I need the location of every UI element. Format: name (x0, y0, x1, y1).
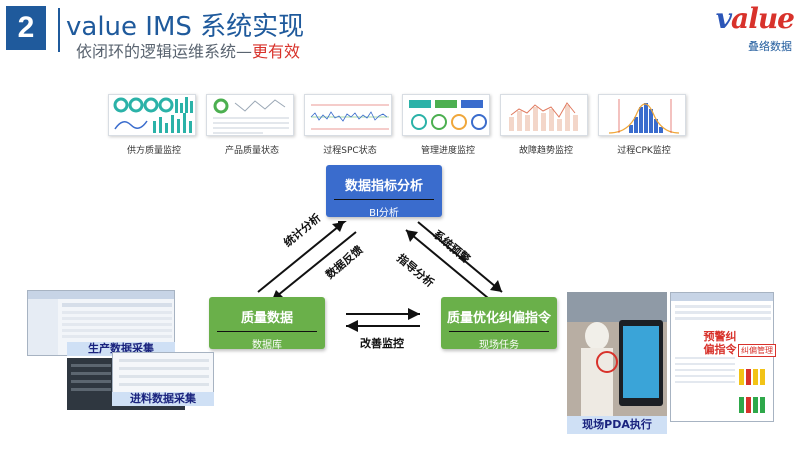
flow-label-feedback: 数据反馈 (323, 243, 366, 282)
screen-incoming-graphic (71, 364, 111, 391)
node-field-task[interactable]: 质量优化纠偏指令 现场任务 (441, 297, 557, 351)
dashboard-thumb-spc[interactable] (304, 94, 392, 136)
node-db-title: 质量数据 (240, 311, 293, 326)
logo-letter-v: v (715, 2, 732, 35)
logo-word-rest: alue (731, 2, 795, 35)
screen-production-graphic (28, 291, 174, 355)
sheet-warning-graphic (671, 293, 773, 413)
caption-incoming: 进料数据采集 (112, 392, 214, 406)
dashboard-label-spc: 过程SPC状态 (323, 146, 377, 156)
dashboard-spc-graphic (305, 95, 391, 135)
page-subtitle: 依闭环的逻辑运维系统—更有效 (76, 38, 300, 62)
subtitle-main: 依闭环的逻辑运维系统— (76, 42, 253, 61)
brand-logo-cn: 叠络数据 (748, 40, 792, 53)
dashboard-progress-graphic (403, 95, 489, 135)
dashboard-thumb-supplier[interactable] (108, 94, 196, 136)
dashboard-thumb-cpk[interactable] (598, 94, 686, 136)
dashboard-thumb-product[interactable] (206, 94, 294, 136)
warning-badge: 纠偏管理 (738, 344, 776, 357)
caption-warning: 预警纠偏指令 (703, 330, 737, 356)
node-bi-analysis[interactable]: 数据指标分析 BI分析 (326, 165, 442, 219)
node-bi-title: 数据指标分析 (344, 179, 423, 194)
sheet-warning (670, 292, 774, 422)
node-db-sub: 数据库 (252, 340, 282, 351)
node-quality-database[interactable]: 质量数据 数据库 (209, 297, 325, 351)
page-title: value IMS 系统实现 (66, 12, 305, 42)
dashboard-label-product: 产品质量状态 (224, 146, 279, 156)
dashboard-thumb-fault[interactable] (500, 94, 588, 136)
node-db-rule (217, 331, 317, 332)
dashboard-thumb-progress[interactable] (402, 94, 490, 136)
dashboard-cpk-graphic (599, 95, 685, 135)
header-divider (58, 8, 60, 52)
flow-label-stat: 统计分析 (281, 211, 324, 250)
node-task-rule (449, 331, 549, 332)
node-task-sub: 现场任务 (479, 340, 519, 351)
section-number: 2 (6, 6, 46, 50)
node-task-title: 质量优化纠偏指令 (446, 311, 551, 326)
dashboard-supplier-graphic (109, 95, 195, 135)
photo-pda-worker (567, 292, 667, 416)
brand-logo: value (715, 2, 795, 35)
dashboard-label-cpk: 过程CPK监控 (617, 146, 671, 156)
node-bi-sub: BI分析 (369, 208, 399, 219)
flow-label-guide: 指导分析 (394, 251, 437, 290)
caption-pda: 现场PDA执行 (567, 416, 667, 434)
flow-label-improve: 改善监控 (360, 337, 404, 350)
dashboard-fault-graphic (501, 95, 587, 135)
screen-incoming-form-graphic (119, 359, 209, 386)
dashboard-product-graphic (207, 95, 293, 135)
dashboard-strip (108, 94, 686, 136)
dashboard-label-supplier: 供方质量监控 (126, 146, 181, 156)
flow-label-warning: 系统预警 (430, 227, 473, 266)
dashboard-label-fault: 故障趋势监控 (518, 146, 573, 156)
dashboard-label-progress: 管理进度监控 (420, 146, 475, 156)
node-bi-rule (334, 199, 434, 200)
subtitle-emphasis: 更有效 (252, 42, 301, 61)
photo-pda-graphic (567, 292, 667, 416)
